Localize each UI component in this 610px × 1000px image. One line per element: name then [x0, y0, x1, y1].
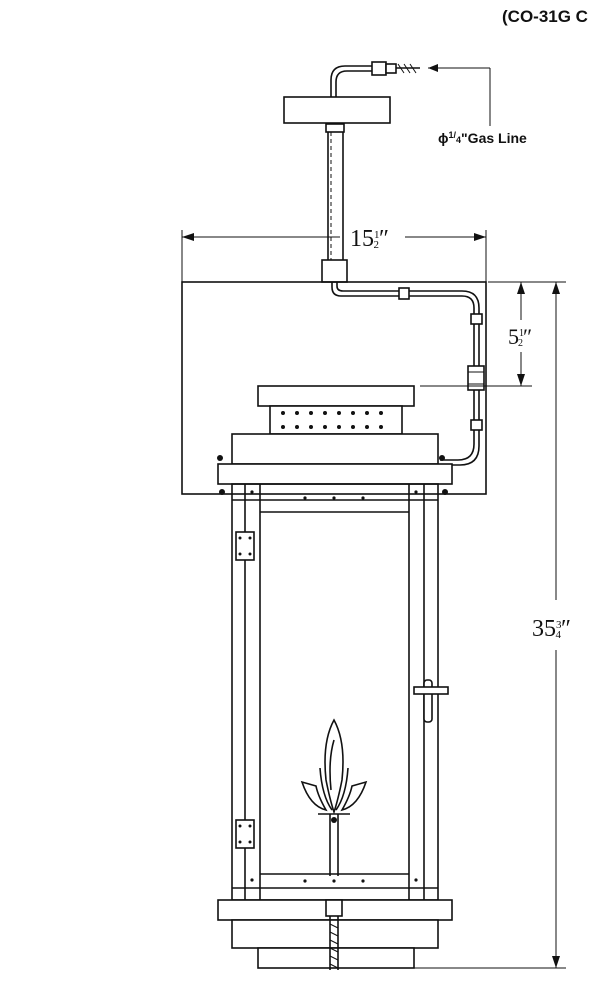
- height-dimension: [414, 281, 566, 969]
- width-dimension: [181, 230, 487, 282]
- internal-gas-tubing: [331, 282, 485, 466]
- roof-block: [231, 433, 439, 465]
- vent-plate: [269, 405, 403, 435]
- bottom-gas-inlet: [325, 899, 343, 970]
- down-rod: [321, 123, 348, 283]
- model-code: (CO-31G C: [502, 7, 588, 26]
- base-bottom: [257, 947, 415, 969]
- flame-burner: [300, 718, 368, 876]
- gas-line-callout: [428, 64, 491, 126]
- roof-rim: [217, 463, 453, 485]
- door-latch: [413, 679, 449, 723]
- lantern-frame: [231, 483, 439, 901]
- lower-hinge: [235, 819, 255, 849]
- top-enclosure: [181, 281, 487, 495]
- gas-line-label: ϕ1/4"Gas Line: [438, 130, 527, 146]
- gas-line-tubing: [330, 61, 420, 97]
- top-cap: [257, 385, 415, 407]
- vent-holes: [281, 411, 383, 429]
- ceiling-canopy: [283, 96, 391, 124]
- upper-hinge: [235, 531, 255, 561]
